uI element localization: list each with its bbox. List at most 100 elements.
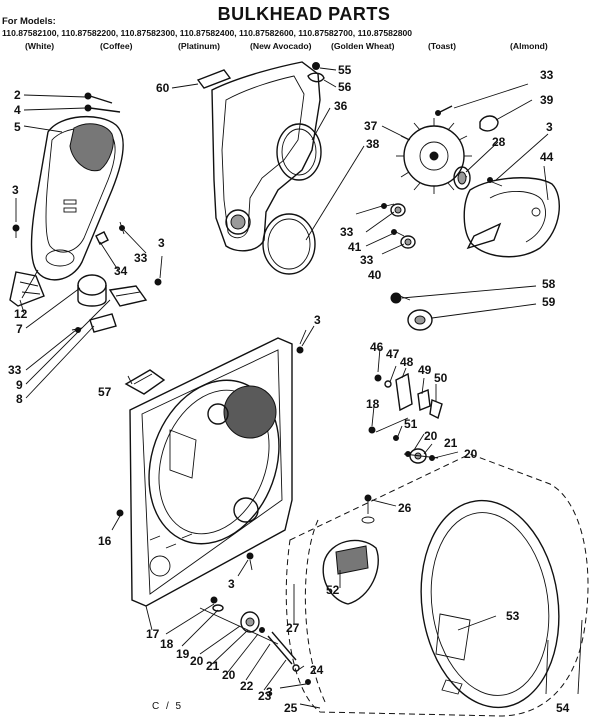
callout-19: 19 <box>176 647 190 661</box>
color-platinum: (Platinum) <box>178 41 221 51</box>
callout-36: 36 <box>334 99 348 113</box>
small-hardware-left <box>12 221 162 333</box>
color-coffee: (Coffee) <box>100 41 133 51</box>
callout-54: 54 <box>556 701 570 715</box>
callout-26: 26 <box>398 501 412 515</box>
callout-37: 37 <box>364 119 378 133</box>
callout-56: 56 <box>338 80 352 94</box>
page-title: BULKHEAD PARTS <box>217 4 391 24</box>
front-bulkhead-part-16 <box>129 337 293 607</box>
callout-47: 47 <box>386 347 400 361</box>
page-footer: C / 5 <box>152 701 184 712</box>
drum-part-25 <box>285 453 589 717</box>
door-switch-parts-46-51 <box>368 372 443 441</box>
callout-3: 3 <box>158 236 165 250</box>
drum-roller-parts-20-21 <box>403 448 439 464</box>
callout-57: 57 <box>98 385 112 399</box>
callout-20: 20 <box>464 447 478 461</box>
callout-51: 51 <box>404 417 418 431</box>
callout-24: 24 <box>310 663 324 677</box>
roller-parts-58-59 <box>390 292 433 331</box>
fuse-part-9 <box>108 285 148 307</box>
callout-44: 44 <box>540 150 554 164</box>
callout-33: 33 <box>340 225 354 239</box>
callout-59: 59 <box>542 295 556 309</box>
callout-18: 18 <box>160 637 174 651</box>
callout-17: 17 <box>146 627 160 641</box>
callout-38: 38 <box>366 137 380 151</box>
callout-9: 9 <box>16 378 23 392</box>
callout-58: 58 <box>542 277 556 291</box>
callout-40: 40 <box>368 268 382 282</box>
vent-cover-part-5 <box>30 115 124 281</box>
callout-60: 60 <box>156 81 170 95</box>
color-golden-wheat: (Golden Wheat) <box>331 41 395 51</box>
gasket-part-37 <box>276 123 322 181</box>
rear-bulkhead-part-36 <box>211 61 321 252</box>
nuts-parts-41-40 <box>381 203 416 249</box>
callout-33: 33 <box>540 68 554 82</box>
callout-48: 48 <box>400 355 414 369</box>
callout-34: 34 <box>114 264 128 278</box>
model-colors: (White) (Coffee) (Platinum) (New Avocado… <box>0 41 608 53</box>
screws-parts-2-4 <box>84 92 121 113</box>
callout-3: 3 <box>12 183 19 197</box>
callout-53: 53 <box>506 609 520 623</box>
screws-bottom <box>246 552 254 571</box>
screws-parts-33-3-right <box>435 105 503 187</box>
blower-wheel-part-37 <box>396 118 472 194</box>
callout-41: 41 <box>348 240 362 254</box>
callout-20: 20 <box>424 429 438 443</box>
callout-25: 25 <box>284 701 298 715</box>
callout-33: 33 <box>360 253 374 267</box>
callout-20: 20 <box>190 654 204 668</box>
callout-33: 33 <box>8 363 22 377</box>
callout-3: 3 <box>266 685 273 699</box>
callout-numbers: 2 4 5 3 33 34 3 12 7 33 9 8 60 55 56 36 … <box>8 63 570 715</box>
callout-7: 7 <box>16 322 23 336</box>
felt-seal-part-60 <box>196 69 232 89</box>
callout-8: 8 <box>16 392 23 406</box>
callout-3: 3 <box>546 120 553 134</box>
callout-12: 12 <box>14 307 28 321</box>
color-toast: (Toast) <box>428 41 457 51</box>
color-new-avocado: (New Avocado) <box>250 41 312 51</box>
callout-3: 3 <box>228 577 235 591</box>
models-heading: For Models: <box>2 16 56 27</box>
callout-52: 52 <box>326 583 340 597</box>
callout-28: 28 <box>492 135 506 149</box>
callout-50: 50 <box>434 371 448 385</box>
callout-4: 4 <box>14 103 21 117</box>
callout-21: 21 <box>444 436 458 450</box>
color-white: (White) <box>25 41 55 51</box>
baffle-part-52 <box>322 539 379 605</box>
pulley-part-28 <box>453 166 471 190</box>
screw-part-26 <box>361 494 375 524</box>
callout-27: 27 <box>286 621 300 635</box>
screw-parts-55-56 <box>307 62 325 83</box>
callout-2: 2 <box>14 88 21 102</box>
callout-18: 18 <box>366 397 380 411</box>
gasket-part-38 <box>262 213 316 275</box>
roller-shaft-parts-17-24 <box>199 596 311 685</box>
callout-21: 21 <box>206 659 220 673</box>
hinge-part-57 <box>124 369 166 395</box>
callout-46: 46 <box>370 340 384 354</box>
model-numbers: 110.87582100, 110.87582200, 110.87582300… <box>2 28 413 38</box>
callout-23: 23 <box>258 689 272 703</box>
callout-39: 39 <box>540 93 554 107</box>
screws-front-panel <box>116 329 307 517</box>
callout-5: 5 <box>14 120 21 134</box>
callout-3: 3 <box>314 313 321 327</box>
color-almond: (Almond) <box>510 41 548 51</box>
callout-16: 16 <box>98 534 112 548</box>
blower-housing-part-44 <box>463 177 560 258</box>
callout-20: 20 <box>222 668 236 682</box>
callout-leader-lines <box>15 67 583 709</box>
callout-49: 49 <box>418 363 432 377</box>
thermostat-part-7 <box>77 274 107 307</box>
callout-55: 55 <box>338 63 352 77</box>
callout-22: 22 <box>240 679 254 693</box>
callout-33: 33 <box>134 251 148 265</box>
